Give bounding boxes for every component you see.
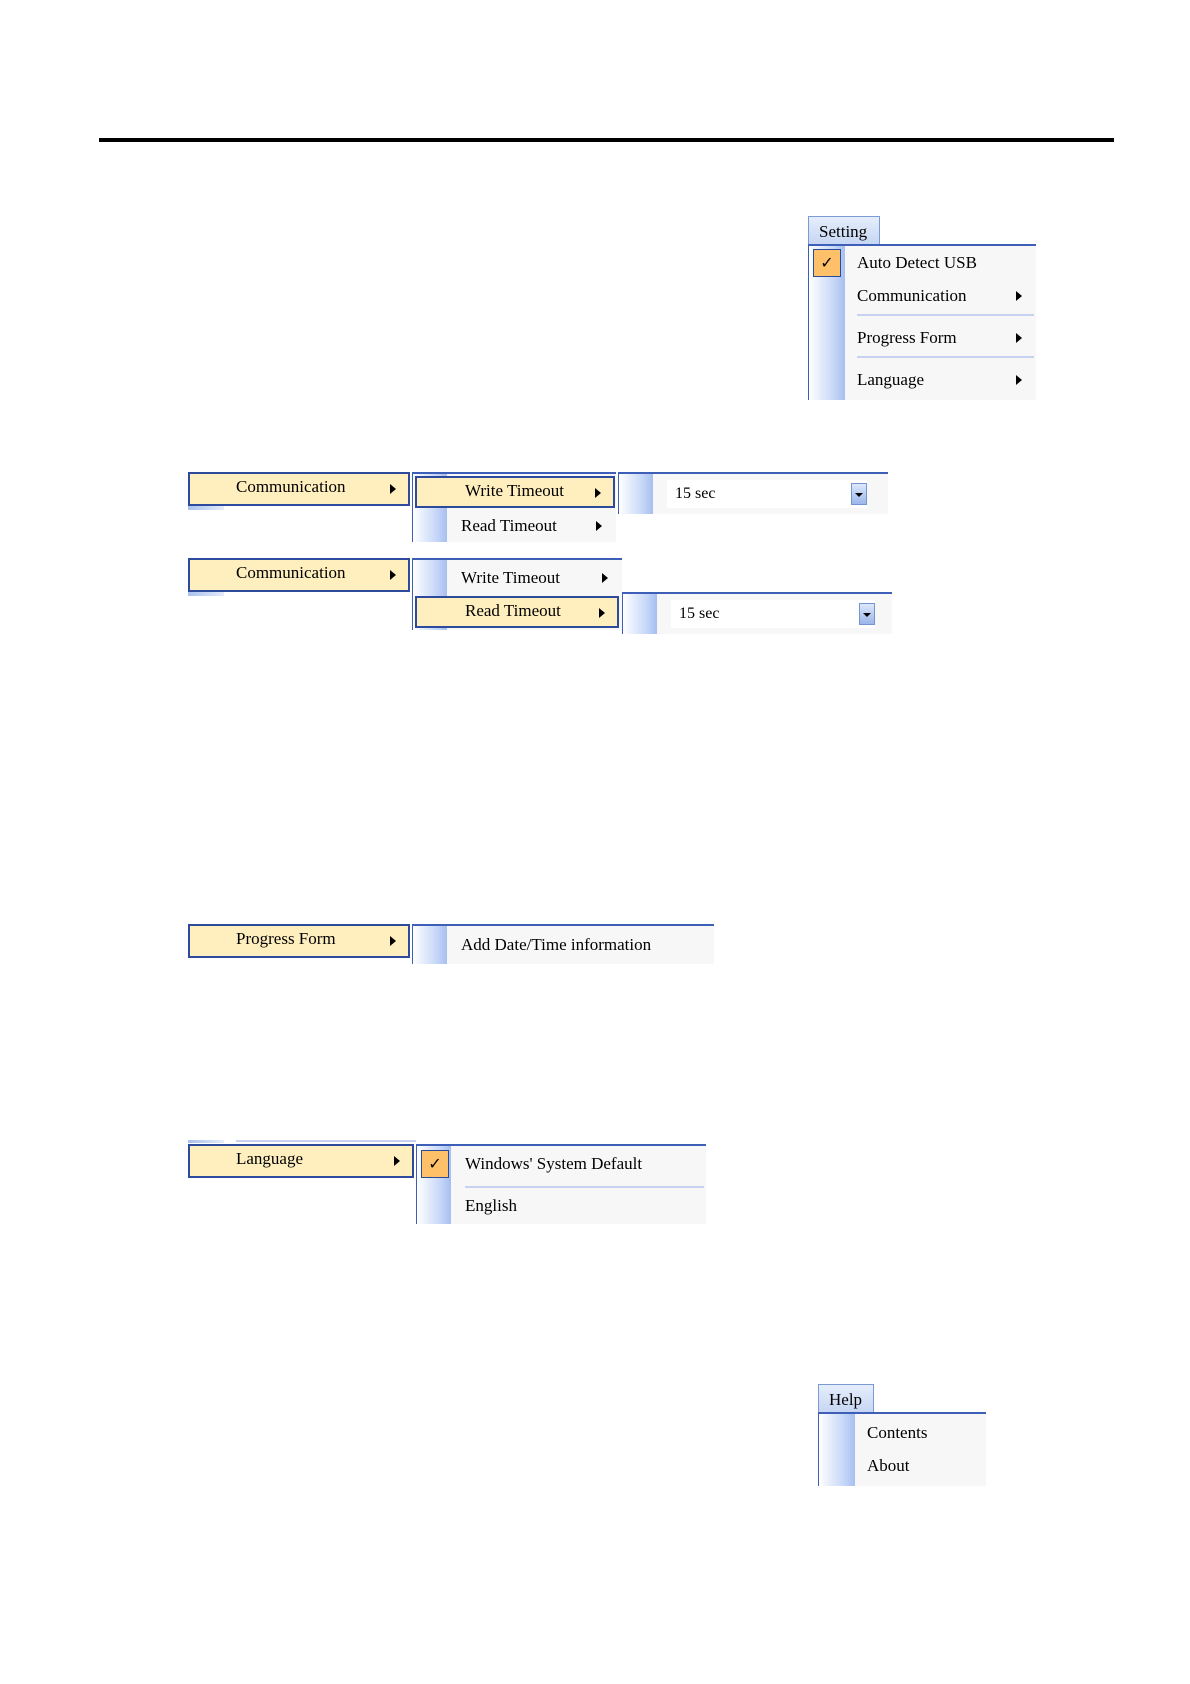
page-top-rule [99, 138, 1114, 142]
read-timeout-submenu: 15 sec [622, 592, 892, 634]
menu-gutter-fragment [188, 506, 224, 510]
menu-item-label: Write Timeout [461, 562, 560, 594]
write-timeout-submenu: 15 sec [618, 472, 888, 514]
menu-item-label: Communication [236, 563, 346, 583]
menu-item-label: Read Timeout [465, 601, 561, 621]
language-submenu: ✓ Windows' System Default English [416, 1144, 706, 1224]
menu-item-label: About [867, 1450, 910, 1482]
menu-gutter [619, 474, 653, 514]
help-menu-panel: Contents About [818, 1412, 986, 1486]
menu-separator [236, 1140, 416, 1142]
menu-item-label: Windows' System Default [465, 1148, 642, 1180]
menu-item-label: Language [236, 1149, 303, 1169]
submenu-arrow-icon [390, 936, 396, 946]
menu-item-label: Communication [236, 477, 346, 497]
submenu-arrow-icon [394, 1156, 400, 1166]
read-timeout-combobox[interactable]: 15 sec [671, 600, 875, 628]
combobox-value: 15 sec [675, 480, 715, 508]
menu-item-label: English [465, 1190, 517, 1222]
submenu-arrow-icon [390, 484, 396, 494]
setting-menu: Setting ✓ Auto Detect USB Communication … [808, 216, 1036, 400]
menu-item-about[interactable]: About [819, 1450, 986, 1482]
menu-item-write-timeout-highlighted[interactable]: Write Timeout [415, 476, 615, 508]
submenu-arrow-icon [1016, 291, 1022, 301]
menu-item-read-timeout[interactable]: Read Timeout [413, 510, 616, 542]
menu-item-label: Write Timeout [465, 481, 564, 501]
menu-item-label: Communication [857, 280, 967, 312]
menu-gutter [623, 594, 657, 634]
menu-item-label: Language [857, 364, 924, 396]
combobox-value: 15 sec [679, 600, 719, 628]
menu-item-label: Auto Detect USB [857, 247, 977, 279]
submenu-arrow-icon [602, 573, 608, 583]
help-menu: Help Contents About [818, 1384, 986, 1486]
check-icon: ✓ [813, 249, 841, 277]
menu-item-communication-highlighted[interactable]: Communication [188, 472, 410, 506]
menu-item-english[interactable]: English [417, 1190, 706, 1222]
menu-item-read-timeout-highlighted[interactable]: Read Timeout [415, 596, 619, 628]
help-menu-title[interactable]: Help [818, 1384, 874, 1414]
menu-item-contents[interactable]: Contents [819, 1417, 986, 1449]
menu-item-windows-system-default[interactable]: ✓ Windows' System Default [417, 1148, 706, 1180]
submenu-arrow-icon [390, 570, 396, 580]
menu-separator [465, 1186, 704, 1188]
menu-gutter-fragment [188, 1140, 224, 1143]
menu-item-label: Contents [867, 1417, 927, 1449]
menu-item-add-datetime-information[interactable]: Add Date/Time information [413, 929, 714, 961]
menu-item-progress-form-highlighted[interactable]: Progress Form [188, 924, 410, 958]
communication-submenu: Write Timeout Read Timeout [412, 472, 616, 542]
menu-item-label: Progress Form [236, 929, 336, 949]
write-timeout-combobox[interactable]: 15 sec [667, 480, 867, 508]
submenu-arrow-icon [596, 521, 602, 531]
dropdown-arrow-icon[interactable] [859, 603, 875, 625]
check-icon: ✓ [421, 1150, 449, 1178]
menu-item-write-timeout[interactable]: Write Timeout [413, 562, 622, 594]
setting-menu-title[interactable]: Setting [808, 216, 880, 246]
menu-item-language[interactable]: Language [809, 364, 1036, 396]
dropdown-arrow-icon[interactable] [851, 483, 867, 505]
menu-item-label: Progress Form [857, 322, 957, 354]
submenu-arrow-icon [595, 488, 601, 498]
menu-item-label: Add Date/Time information [461, 929, 651, 961]
menu-item-label: Read Timeout [461, 510, 557, 542]
setting-menu-panel: ✓ Auto Detect USB Communication Progress… [808, 244, 1036, 400]
menu-item-progress-form[interactable]: Progress Form [809, 322, 1036, 354]
menu-item-communication[interactable]: Communication [809, 280, 1036, 312]
menu-item-language-highlighted[interactable]: Language [188, 1144, 414, 1178]
communication-submenu: Write Timeout Read Timeout [412, 558, 622, 630]
submenu-arrow-icon [599, 608, 605, 618]
menu-separator [857, 356, 1034, 358]
menu-item-auto-detect-usb[interactable]: ✓ Auto Detect USB [809, 247, 1036, 279]
menu-item-communication-highlighted[interactable]: Communication [188, 558, 410, 592]
submenu-arrow-icon [1016, 375, 1022, 385]
menu-separator [857, 314, 1034, 316]
submenu-arrow-icon [1016, 333, 1022, 343]
menu-gutter-fragment [188, 592, 224, 596]
progress-form-submenu: Add Date/Time information [412, 924, 714, 964]
